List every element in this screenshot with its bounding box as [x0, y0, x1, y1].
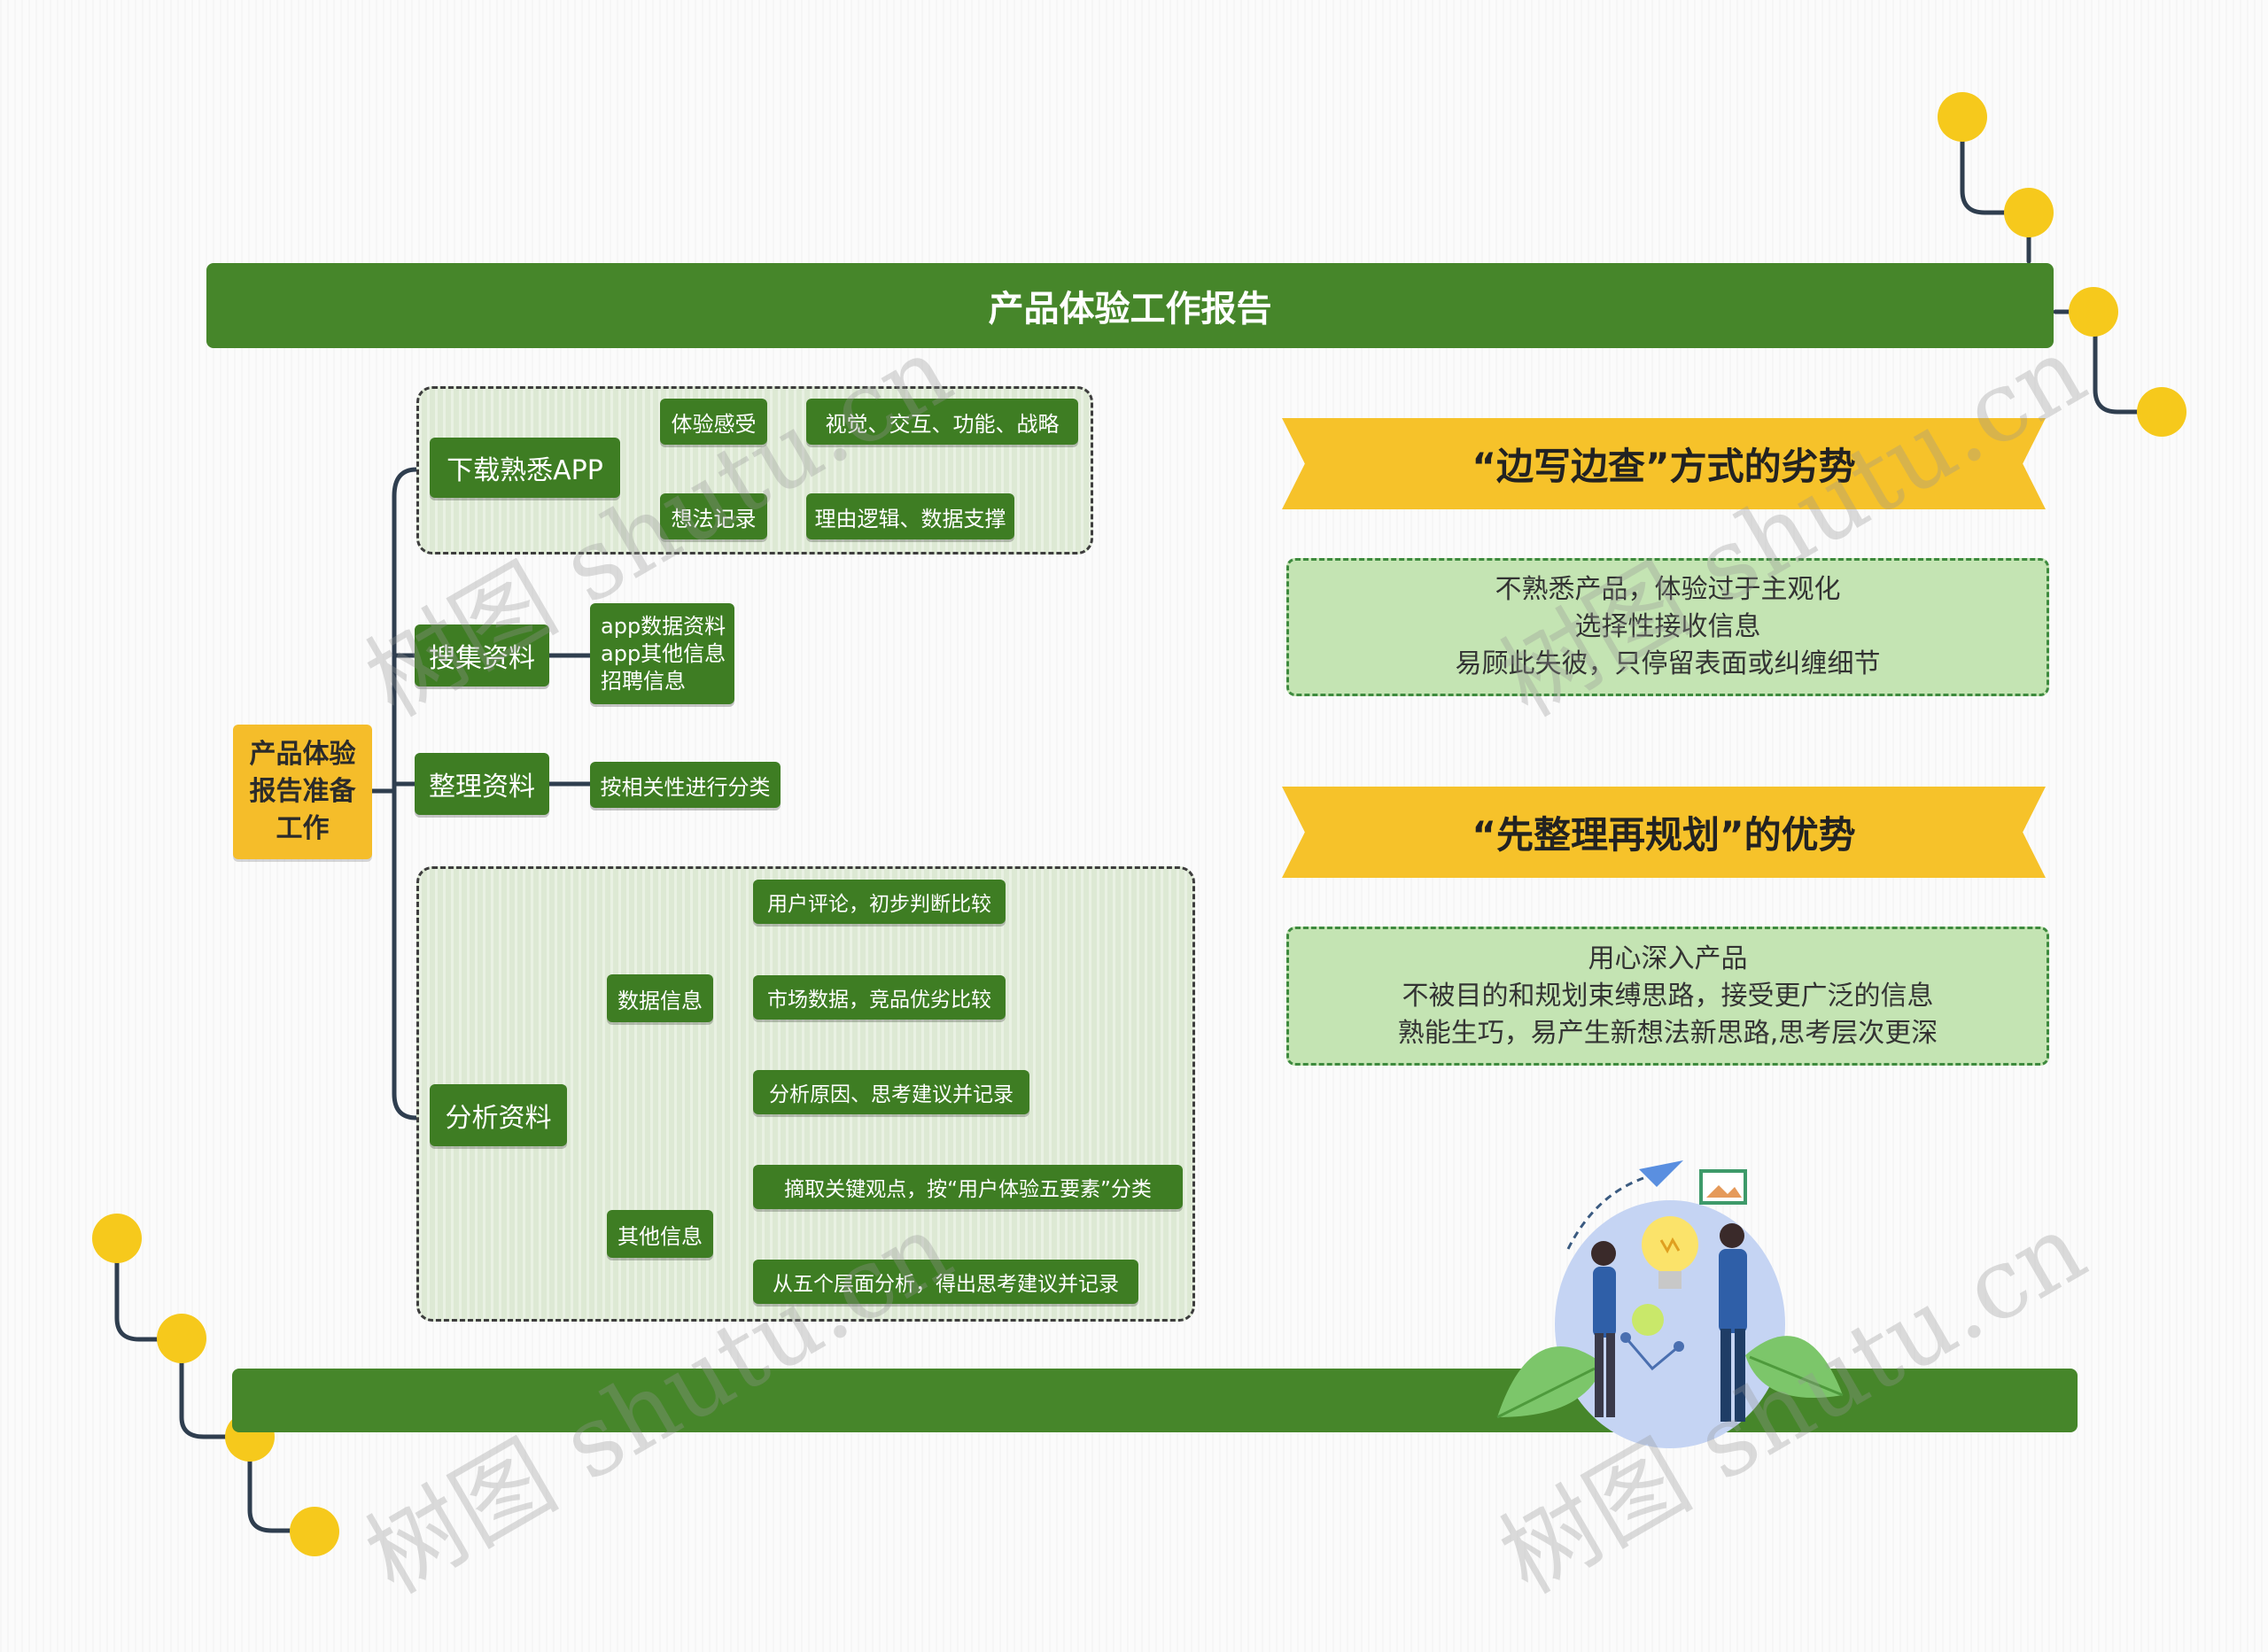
panel2-line: 熟能生巧，易产生新想法新思路,思考层次更深: [1397, 1017, 1938, 1049]
node-other-item[interactable]: 从五个层面分析，得出思考建议并记录: [753, 1260, 1138, 1304]
root-node[interactable]: 产品体验 报告准备 工作: [233, 725, 372, 859]
collect-item: 招聘信息: [601, 668, 686, 694]
node-analyze[interactable]: 分析资料: [430, 1084, 567, 1146]
people-idea-illustration: [1496, 1160, 1844, 1448]
panel1-line: 易顾此失彼，只停留表面或纠缠细节: [1455, 648, 1881, 679]
node-data-item[interactable]: 用户评论，初步判断比较: [753, 880, 1006, 924]
panel1-heading: “边写边查”方式的劣势: [1282, 418, 2046, 509]
collect-item: app其他信息: [601, 640, 726, 666]
collect-item: app数据资料: [601, 613, 726, 639]
node-data-info[interactable]: 数据信息: [607, 974, 713, 1022]
panel1-line: 选择性接收信息: [1574, 611, 1761, 642]
root-line: 产品体验: [249, 739, 356, 770]
root-line: 报告准备: [249, 776, 356, 807]
panel2-heading-text: “先整理再规划”的优势: [1472, 813, 1856, 857]
node-collect[interactable]: 搜集资料: [415, 624, 549, 686]
decor-dot: [290, 1507, 339, 1556]
node-other-info[interactable]: 其他信息: [607, 1210, 713, 1258]
panel1-heading-text: “边写边查”方式的劣势: [1472, 445, 1856, 488]
panel1-line: 不熟悉产品，体验过于主观化: [1495, 574, 1841, 605]
root-line: 工作: [276, 813, 330, 844]
node-data-item[interactable]: 市场数据，竞品优劣比较: [753, 975, 1006, 1020]
panel2-heading: “先整理再规划”的优势: [1282, 787, 2046, 878]
decor-dot: [2137, 387, 2186, 437]
decor-dot: [2004, 188, 2054, 237]
node-organize[interactable]: 整理资料: [415, 753, 549, 815]
decor-dot: [92, 1214, 142, 1263]
decor-dot: [2069, 287, 2118, 337]
panel2-line: 不被目的和规划束缚思路，接受更广泛的信息: [1402, 980, 1934, 1012]
node-idea-record[interactable]: 想法记录: [660, 493, 767, 539]
node-idea-detail[interactable]: 理由逻辑、数据支撑: [806, 493, 1014, 539]
node-collect-items[interactable]: app数据资料 app其他信息 招聘信息: [590, 603, 734, 704]
panel2-line: 用心深入产品: [1588, 942, 1748, 974]
node-other-item[interactable]: 摘取关键观点，按“用户体验五要素”分类: [753, 1165, 1183, 1209]
node-experience[interactable]: 体验感受: [660, 399, 767, 445]
decor-dot: [157, 1314, 206, 1363]
panel1-note: 不熟悉产品，体验过于主观化 选择性接收信息 易顾此失彼，只停留表面或纠缠细节: [1286, 558, 2049, 696]
node-download-app[interactable]: 下载熟悉APP: [430, 438, 620, 498]
decor-dot: [1938, 92, 1987, 142]
panel2-note: 用心深入产品 不被目的和规划束缚思路，接受更广泛的信息 熟能生巧，易产生新想法新…: [1286, 927, 2049, 1066]
node-organize-detail[interactable]: 按相关性进行分类: [590, 762, 781, 808]
page-title: 产品体验工作报告: [988, 289, 1272, 330]
node-data-item[interactable]: 分析原因、思考建议并记录: [753, 1070, 1029, 1114]
node-experience-detail[interactable]: 视觉、交互、功能、战略: [806, 399, 1078, 445]
title-banner: 产品体验工作报告: [206, 263, 2054, 348]
